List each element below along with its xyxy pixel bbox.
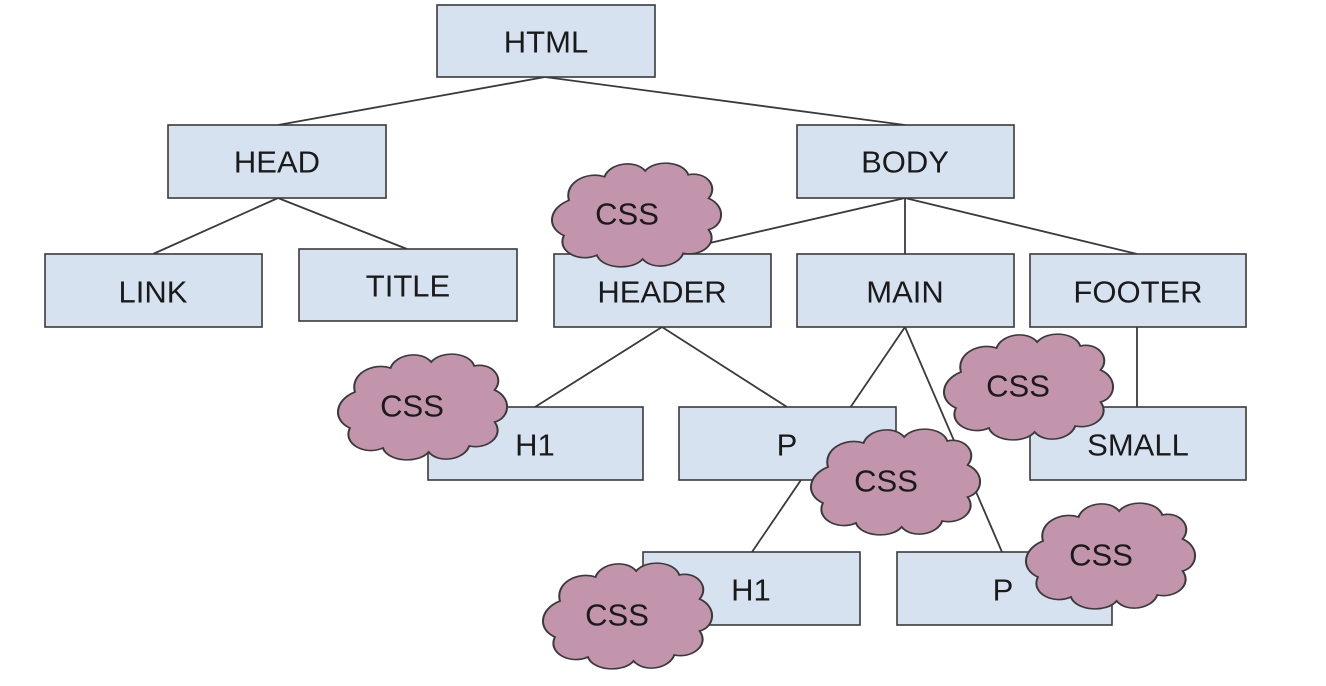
node-head: HEAD — [167, 124, 387, 199]
edge-header-p — [661, 326, 788, 408]
edges — [152, 76, 1138, 553]
node-html: HTML — [436, 4, 656, 78]
node-link: LINK — [44, 253, 263, 328]
node-header: HEADER — [553, 253, 772, 328]
edge-header-h1 — [534, 326, 663, 408]
edge-head-title — [277, 197, 408, 250]
node-main-h1-label: H1 — [731, 573, 771, 608]
edge-body-footer — [904, 197, 1138, 255]
node-html-label: HTML — [504, 25, 588, 60]
edge-html-head — [277, 76, 546, 126]
css-cloud-header-p-label: CSS — [854, 464, 918, 499]
node-main-label: MAIN — [866, 275, 944, 310]
node-header-label: HEADER — [597, 275, 726, 310]
node-title-label: TITLE — [366, 269, 450, 304]
node-title: TITLE — [298, 248, 518, 322]
node-body: BODY — [796, 124, 1015, 199]
edge-head-link — [152, 197, 279, 255]
node-head-label: HEAD — [234, 145, 320, 180]
css-cloud-header-h1-label: CSS — [380, 389, 444, 424]
node-body-label: BODY — [861, 145, 949, 180]
css-clouds: CSS CSS CSS CSS CSS CSS — [336, 162, 1197, 670]
node-header-h1-label: H1 — [515, 428, 555, 463]
css-cloud-header-label: CSS — [595, 197, 659, 232]
node-main-p-label: P — [993, 573, 1014, 608]
edge-html-body — [544, 76, 906, 126]
css-cloud-main-p-label: CSS — [1069, 538, 1133, 573]
node-header-p-label: P — [777, 428, 798, 463]
css-cloud-footer-label: CSS — [986, 369, 1050, 404]
node-link-label: LINK — [119, 275, 188, 310]
node-footer-small-label: SMALL — [1087, 428, 1189, 463]
node-footer-label: FOOTER — [1073, 275, 1202, 310]
node-footer: FOOTER — [1029, 253, 1247, 328]
node-main: MAIN — [796, 253, 1015, 328]
edge-main-p — [904, 326, 1003, 553]
css-cloud-main-h1-label: CSS — [585, 598, 649, 633]
